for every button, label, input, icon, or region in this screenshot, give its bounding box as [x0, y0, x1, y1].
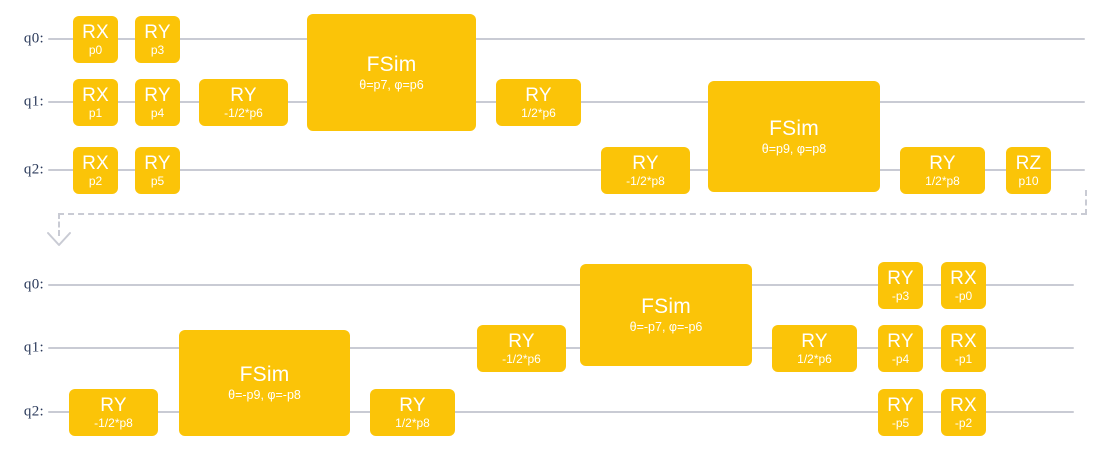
gate-param: -p2: [954, 416, 973, 430]
gate-name: RY: [100, 395, 127, 416]
gate-param: -1/2*p8: [626, 174, 665, 188]
gate-ry-neg-p4[interactable]: RY -p4: [878, 325, 923, 372]
gate-name: RY: [887, 268, 914, 289]
gate-param: -p4: [891, 352, 910, 366]
gate-name: RY: [144, 22, 171, 43]
gate-rx-p0[interactable]: RX p0: [73, 16, 118, 63]
gate-ry-p5[interactable]: RY p5: [135, 147, 180, 194]
gate-fsim-neg-p7-neg-p6[interactable]: FSim θ=-p7, φ=-p6: [580, 264, 752, 366]
gate-param: p10: [1018, 174, 1039, 188]
gate-name: FSim: [641, 295, 691, 319]
qubit-label-q0-row0: q0:: [23, 30, 44, 47]
gate-param: -1/2*p8: [94, 416, 133, 430]
gate-name: RY: [399, 395, 426, 416]
gate-rx-neg-p1[interactable]: RX -p1: [941, 325, 986, 372]
qubit-label-q2-row1: q2:: [23, 403, 44, 420]
gate-name: RX: [950, 395, 977, 416]
wrap-dashed-horizontal: [58, 213, 1087, 215]
gate-param: p1: [88, 106, 103, 120]
gate-param: 1/2*p8: [925, 174, 960, 188]
gate-name: RY: [632, 153, 659, 174]
gate-param: θ=p9, φ=p8: [761, 141, 827, 156]
gate-ry-neg-p5[interactable]: RY -p5: [878, 389, 923, 436]
gate-rx-p2[interactable]: RX p2: [73, 147, 118, 194]
gate-ry-neg-half-p8[interactable]: RY -1/2*p8: [601, 147, 690, 194]
gate-name: RY: [887, 331, 914, 352]
gate-param: p2: [88, 174, 103, 188]
gate-param: -p3: [891, 289, 910, 303]
gate-name: FSim: [366, 52, 417, 76]
qubit-label-q1-row1: q1:: [23, 339, 44, 356]
gate-name: RY: [887, 395, 914, 416]
qubit-label-q2-row0: q2:: [23, 161, 44, 178]
gate-rx-p1[interactable]: RX p1: [73, 79, 118, 126]
gate-param: -p0: [954, 289, 973, 303]
gate-param: -p5: [891, 416, 910, 430]
gate-rx-neg-p2[interactable]: RX -p2: [941, 389, 986, 436]
gate-param: p4: [150, 106, 165, 120]
gate-param: θ=-p7, φ=-p6: [629, 320, 703, 335]
gate-param: θ=p7, φ=p6: [359, 77, 424, 92]
wire-q0-row1: [48, 284, 1074, 286]
wrap-down-arrow-icon: [47, 232, 71, 246]
gate-name: RY: [144, 85, 171, 106]
gate-param: -1/2*p6: [224, 106, 263, 120]
gate-rz-p10[interactable]: RZ p10: [1006, 147, 1051, 194]
gate-ry-p3[interactable]: RY p3: [135, 16, 180, 63]
gate-name: FSim: [769, 116, 819, 140]
gate-param: 1/2*p6: [797, 352, 832, 366]
gate-name: RY: [801, 331, 828, 352]
gate-ry-p4[interactable]: RY p4: [135, 79, 180, 126]
gate-ry-half-p6-row1[interactable]: RY 1/2*p6: [772, 325, 857, 372]
qubit-label-q1-row0: q1:: [23, 93, 44, 110]
wire-q0-row0: [48, 38, 1085, 40]
gate-param: -p1: [954, 352, 973, 366]
gate-name: RY: [508, 331, 535, 352]
qubit-label-q0-row1: q0:: [23, 276, 44, 293]
gate-rx-neg-p0[interactable]: RX -p0: [941, 262, 986, 309]
gate-param: -1/2*p6: [502, 352, 541, 366]
gate-param: 1/2*p8: [395, 416, 430, 430]
wire-q2-row1: [48, 411, 1074, 413]
wrap-dashed-left-dropper: [58, 213, 60, 236]
gate-ry-half-p8[interactable]: RY 1/2*p8: [900, 147, 985, 194]
gate-param: 1/2*p6: [521, 106, 556, 120]
gate-ry-neg-p3[interactable]: RY -p3: [878, 262, 923, 309]
wrap-dashed-right-riser: [1085, 190, 1087, 215]
gate-ry-neg-half-p6-row1[interactable]: RY -1/2*p6: [477, 325, 566, 372]
gate-name: RX: [950, 331, 977, 352]
gate-name: RX: [82, 153, 109, 174]
gate-name: RY: [525, 85, 552, 106]
gate-ry-half-p8-row1[interactable]: RY 1/2*p8: [370, 389, 455, 436]
wire-q2-row0: [48, 169, 1085, 171]
gate-param: p5: [150, 174, 165, 188]
gate-fsim-neg-p9-neg-p8[interactable]: FSim θ=-p9, φ=-p8: [179, 330, 350, 436]
gate-ry-neg-half-p6[interactable]: RY -1/2*p6: [199, 79, 288, 126]
gate-name: RZ: [1015, 153, 1042, 174]
gate-fsim-p7-p6[interactable]: FSim θ=p7, φ=p6: [307, 14, 476, 131]
gate-param: p0: [88, 43, 103, 57]
gate-name: RY: [230, 85, 257, 106]
gate-name: FSim: [239, 363, 290, 387]
gate-name: RX: [82, 85, 109, 106]
gate-ry-neg-half-p8-row1[interactable]: RY -1/2*p8: [69, 389, 158, 436]
gate-name: RX: [950, 268, 977, 289]
gate-ry-half-p6[interactable]: RY 1/2*p6: [496, 79, 581, 126]
gate-name: RY: [929, 153, 956, 174]
gate-name: RY: [144, 153, 171, 174]
gate-name: RX: [82, 22, 109, 43]
gate-param: p3: [150, 43, 165, 57]
gate-param: θ=-p9, φ=-p8: [228, 388, 301, 403]
gate-fsim-p9-p8[interactable]: FSim θ=p9, φ=p8: [708, 81, 880, 192]
